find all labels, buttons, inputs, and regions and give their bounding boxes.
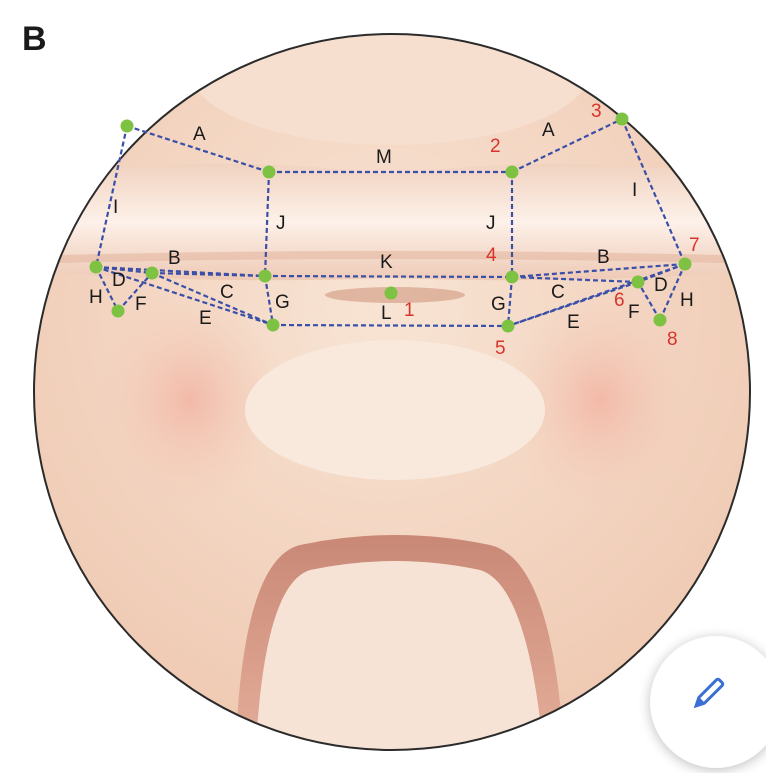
landmark-number-5: 5 [495,338,506,359]
region-label-i-right: I [632,180,637,201]
region-labels: A A M I I J J K L B B C C D D E E F F G … [89,120,694,333]
dashed-line-ml-bli [95,265,274,327]
dashed-line-bl1-bli [151,271,274,327]
region-label-b-left: B [168,248,181,269]
dashed-line-mr-fr [658,263,687,321]
landmark-point-c [384,286,398,300]
landmark-number-6: 6 [614,290,625,311]
dashed-line-ml-bl1 [95,265,153,275]
dashed-line-mri-mr [511,262,686,279]
region-label-k: K [380,252,393,273]
region-label-c-left: C [220,282,234,303]
dashed-line-fl-bl1 [117,272,153,312]
region-label-e-left: E [199,308,212,329]
region-label-a-right: A [542,120,555,141]
landmark-point-mr [678,257,692,271]
landmark-point-bri [501,319,515,333]
landmark-point-ml [89,260,103,274]
landmark-number-4: 4 [486,245,497,266]
dashed-line-fr-br1 [637,281,661,321]
region-label-b-right: B [597,247,610,268]
dashed-line-mri-bri [506,276,514,327]
region-label-e-right: E [567,312,580,333]
dashed-line-tli-mli [263,171,271,277]
region-label-d-right: D [654,275,668,296]
region-label-h-left: H [89,287,103,308]
landmark-point-bl1 [145,266,159,280]
region-label-m: M [376,147,392,168]
region-label-h-right: H [680,290,694,311]
dashed-line-tlo-ml [94,125,129,268]
region-label-g-right: G [491,294,506,315]
dashed-line-tro-mr [620,118,687,265]
landmark-point-tro [615,112,629,126]
landmark-number-1: 1 [404,300,415,321]
landmark-point-mli [258,269,272,283]
pencil-icon [693,677,725,709]
landmark-number-7: 7 [689,235,700,256]
dashed-line-ml-mli [95,265,266,278]
region-label-d-left: D [112,270,126,291]
dashed-line-br1-mri [511,275,639,284]
dashed-line-ml-fl [95,266,119,312]
dashed-line-br1-bri [507,280,639,328]
region-label-j-left: J [276,213,286,234]
landmark-point-mri [505,270,519,284]
dashed-line-mli-bli [263,275,275,326]
landmark-point-fr [653,313,667,327]
landmark-numbers: 1 2 3 4 5 6 7 8 [404,101,700,359]
landmark-points [89,112,692,333]
landmark-point-tli [262,165,276,179]
region-label-f-right: F [628,302,640,323]
landmark-point-bli [266,318,280,332]
dashed-line-bl1-mli [151,271,266,278]
dashed-outline [94,118,687,328]
region-label-i-left: I [113,197,118,218]
region-label-a-left: A [193,124,206,145]
landmark-number-8: 8 [667,329,678,350]
landmark-number-2: 2 [490,136,501,157]
region-label-j-right: J [486,213,496,234]
dashed-line-tlo-tli [126,124,270,174]
landmark-number-3: 3 [591,101,602,122]
landmark-point-tri [505,165,519,179]
region-label-f-left: F [135,294,147,315]
landmark-point-br1 [631,275,645,289]
region-label-l: L [381,303,392,324]
landmark-point-fl [111,304,125,318]
landmark-point-tlo [120,119,134,133]
dashed-line-bli-bri [272,323,509,328]
region-label-g-left: G [275,292,290,313]
dashed-line-tri-tro [511,118,623,173]
dashed-line-mli-mri [264,274,513,279]
edit-fab-button[interactable] [650,636,766,768]
panel-label: B [22,20,47,58]
region-label-c-right: C [551,282,565,303]
